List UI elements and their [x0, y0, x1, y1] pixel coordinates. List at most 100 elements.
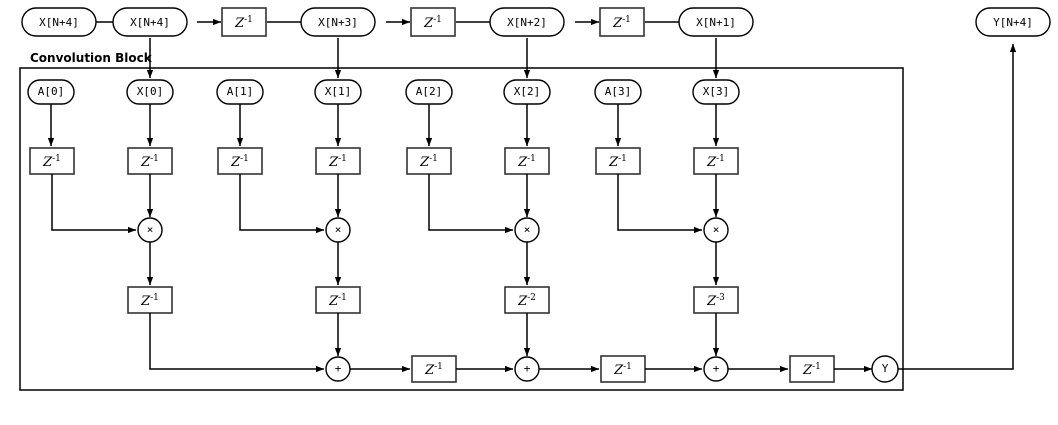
svg-text:Z-1: Z-1 — [423, 15, 442, 31]
tap0-multiplier[interactable]: × — [137, 217, 163, 243]
node-tap-xn2-label: X[N+2] — [507, 16, 547, 29]
svg-text:Z-1: Z-1 — [419, 154, 438, 170]
tap2-product-delay-exponent: -2 — [527, 293, 536, 303]
svg-text:Z-1: Z-1 — [608, 154, 627, 170]
top-delay-3[interactable]: Z-1 — [599, 7, 645, 37]
tap0-product-delay-exponent: -1 — [150, 293, 159, 303]
top-delay-2-label: Z — [423, 16, 434, 31]
node-a2[interactable]: A[2] — [405, 79, 453, 105]
tap1-coef-delay[interactable]: Z-1 — [217, 147, 263, 175]
tap3-sample-delay-exponent: -1 — [716, 154, 725, 164]
node-tap-xn4[interactable]: X[N+4] — [112, 7, 188, 37]
tap0-coef-delay-label: Z — [42, 155, 53, 170]
tap1-coef-delay-label: Z — [230, 155, 241, 170]
tap3-product-delay-label: Z — [706, 294, 717, 309]
tap1-sum-delay-exponent: -1 — [434, 362, 443, 372]
node-x2-label: X[2] — [514, 85, 541, 98]
tap2-adder[interactable]: + — [514, 356, 540, 382]
wire-tap1-coef-to-mul — [239, 174, 325, 234]
convolution-block-title: Convolution Block — [30, 51, 153, 65]
tap2-sample-delay-exponent: -1 — [527, 154, 536, 164]
svg-text:Z-1: Z-1 — [140, 154, 159, 170]
tap0-coef-delay[interactable]: Z-1 — [29, 147, 75, 175]
tap1-sum-delay[interactable]: Z-1 — [411, 355, 457, 383]
node-x3-label: X[3] — [703, 85, 730, 98]
tap2-product-delay-label: Z — [517, 294, 528, 309]
node-x3[interactable]: X[3] — [692, 79, 740, 105]
wire-y-to-output — [898, 43, 1017, 370]
node-a1[interactable]: A[1] — [216, 79, 264, 105]
tap0-coef-delay-exponent: -1 — [52, 154, 61, 164]
tap2-multiplier[interactable]: × — [514, 217, 540, 243]
final-sum-delay-exponent: -1 — [812, 362, 821, 372]
tap3-coef-delay[interactable]: Z-1 — [595, 147, 641, 175]
node-a3[interactable]: A[3] — [594, 79, 642, 105]
node-x2[interactable]: X[2] — [503, 79, 551, 105]
node-output-yn4[interactable]: Y[N+4] — [975, 7, 1051, 37]
svg-text:Z-1: Z-1 — [613, 362, 632, 378]
svg-text:Z-1: Z-1 — [612, 15, 631, 31]
tap3-multiplier[interactable]: × — [703, 217, 729, 243]
node-a3-label: A[3] — [605, 85, 632, 98]
node-a2-label: A[2] — [416, 85, 443, 98]
node-a1-label: A[1] — [227, 85, 254, 98]
node-output-yn4-label: Y[N+4] — [993, 16, 1033, 29]
tap1-adder[interactable]: + — [325, 356, 351, 382]
tap2-sum-delay[interactable]: Z-1 — [600, 355, 646, 383]
node-x1-label: X[1] — [325, 85, 352, 98]
top-delay-1-exponent: -1 — [244, 15, 253, 25]
svg-text:Z-2: Z-2 — [517, 293, 536, 309]
tap1-adder-label: + — [335, 362, 342, 375]
tap0-sample-delay[interactable]: Z-1 — [127, 147, 173, 175]
tap0-sample-delay-label: Z — [140, 155, 151, 170]
node-y[interactable]: Y — [871, 355, 899, 383]
tap2-coef-delay-exponent: -1 — [429, 154, 438, 164]
tap2-multiplier-label: × — [524, 223, 531, 236]
tap1-product-delay[interactable]: Z-1 — [315, 286, 361, 314]
final-sum-delay[interactable]: Z-1 — [789, 355, 835, 383]
top-delay-1-label: Z — [234, 16, 245, 31]
tap3-multiplier-label: × — [713, 223, 720, 236]
tap3-product-delay-exponent: -3 — [716, 293, 725, 303]
svg-text:Z-1: Z-1 — [42, 154, 61, 170]
svg-text:Z-1: Z-1 — [424, 362, 443, 378]
tap2-product-delay[interactable]: Z-2 — [504, 286, 550, 314]
tap2-coef-delay-label: Z — [419, 155, 430, 170]
tap2-coef-delay[interactable]: Z-1 — [406, 147, 452, 175]
tap0-product-delay-label: Z — [140, 294, 151, 309]
top-delay-2[interactable]: Z-1 — [410, 7, 456, 37]
tap3-coef-delay-exponent: -1 — [618, 154, 627, 164]
node-input-xn4-label: X[N+4] — [39, 16, 79, 29]
tap3-product-delay[interactable]: Z-3 — [693, 286, 739, 314]
top-delay-3-exponent: -1 — [622, 15, 631, 25]
tap3-sample-delay-label: Z — [706, 155, 717, 170]
svg-text:Z-3: Z-3 — [706, 293, 725, 309]
wire-tap2-coef-to-mul — [428, 174, 514, 234]
node-tap-xn2[interactable]: X[N+2] — [489, 7, 565, 37]
tap1-multiplier[interactable]: × — [325, 217, 351, 243]
tap2-sample-delay[interactable]: Z-1 — [504, 147, 550, 175]
node-y-label: Y — [882, 362, 889, 375]
tap3-sample-delay[interactable]: Z-1 — [693, 147, 739, 175]
top-delay-3-label: Z — [612, 16, 623, 31]
node-input-xn4[interactable]: X[N+4] — [21, 7, 97, 37]
node-x1[interactable]: X[1] — [314, 79, 362, 105]
top-delay-1[interactable]: Z-1 — [221, 7, 267, 37]
tap1-sample-delay[interactable]: Z-1 — [315, 147, 361, 175]
tap1-multiplier-label: × — [335, 223, 342, 236]
tap2-sum-delay-exponent: -1 — [623, 362, 632, 372]
node-a0[interactable]: A[0] — [27, 79, 75, 105]
tap0-product-delay[interactable]: Z-1 — [127, 286, 173, 314]
tap3-adder[interactable]: + — [703, 356, 729, 382]
node-x0[interactable]: X[0] — [126, 79, 174, 105]
tap1-sample-delay-label: Z — [328, 155, 339, 170]
node-tap-xn3[interactable]: X[N+3] — [300, 7, 376, 37]
node-tap-xn1[interactable]: X[N+1] — [678, 7, 754, 37]
wire-tap3-coef-to-mul — [617, 174, 703, 234]
tap2-sum-delay-label: Z — [613, 363, 624, 378]
tap1-sample-delay-exponent: -1 — [338, 154, 347, 164]
wire-tap0-coef-to-mul — [51, 174, 137, 234]
tap2-sample-delay-label: Z — [517, 155, 528, 170]
